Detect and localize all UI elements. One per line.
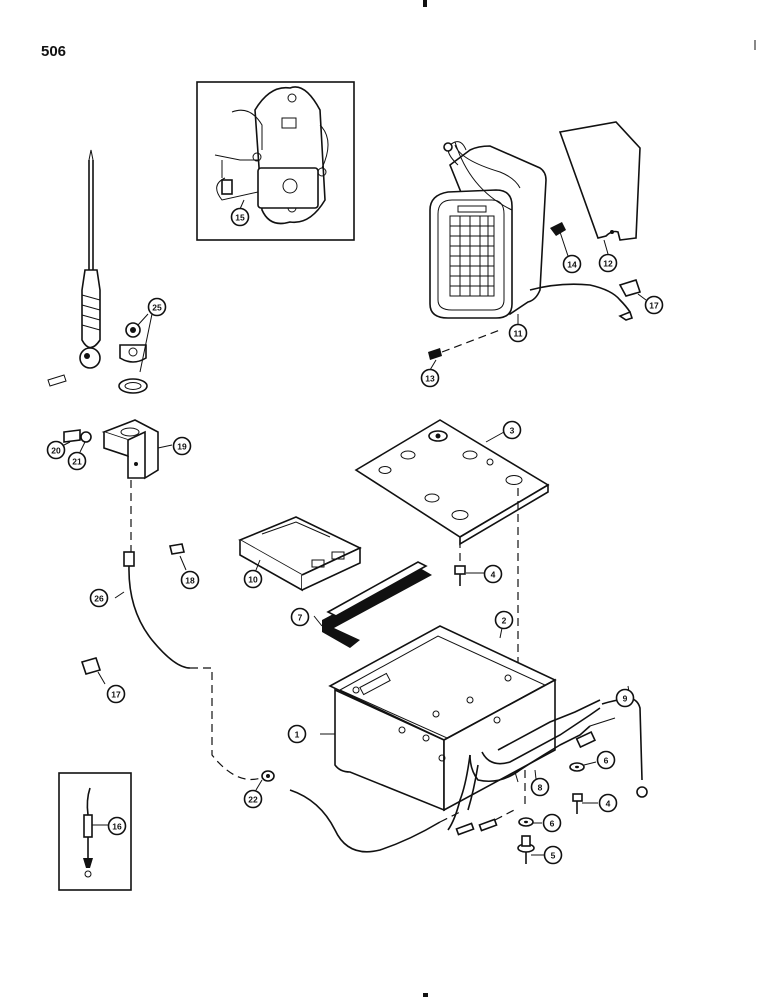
foam-strip xyxy=(313,561,432,648)
svg-text:22: 22 xyxy=(248,795,258,805)
washer-lower xyxy=(518,817,542,827)
callout-26: 26 xyxy=(89,588,109,608)
svg-text:2: 2 xyxy=(502,616,507,626)
mounting-plate xyxy=(354,419,550,546)
svg-text:10: 10 xyxy=(248,575,258,585)
tape-cartridge xyxy=(238,516,362,592)
callout-4-upper: 4 xyxy=(483,564,503,584)
screw-13 xyxy=(428,329,501,371)
callout-12: 12 xyxy=(598,253,618,273)
callout-13: 13 xyxy=(420,368,440,388)
inset-regulator xyxy=(196,81,355,241)
svg-text:4: 4 xyxy=(491,570,496,580)
svg-text:21: 21 xyxy=(72,457,82,467)
callout-6-lower: 6 xyxy=(542,813,562,833)
antenna-mount xyxy=(118,313,153,394)
callout-19: 19 xyxy=(172,436,192,456)
callout-9: 9 xyxy=(615,688,635,708)
callout-17-right: 17 xyxy=(644,295,664,315)
speaker-bracket-plate xyxy=(558,121,641,255)
svg-text:4: 4 xyxy=(606,799,611,809)
svg-text:19: 19 xyxy=(177,442,187,452)
bolt xyxy=(517,835,544,864)
svg-text:14: 14 xyxy=(567,260,577,270)
svg-text:25: 25 xyxy=(152,303,162,313)
screw-14 xyxy=(550,222,569,257)
svg-text:7: 7 xyxy=(298,613,303,623)
callout-6-upper: 6 xyxy=(596,750,616,770)
callout-17-left: 17 xyxy=(106,684,126,704)
svg-text:16: 16 xyxy=(112,822,122,832)
callout-22: 22 xyxy=(243,789,263,809)
antenna-bracket xyxy=(101,419,173,480)
svg-text:5: 5 xyxy=(551,851,556,861)
svg-text:8: 8 xyxy=(538,783,543,793)
callout-7: 7 xyxy=(290,607,310,627)
callout-21: 21 xyxy=(67,451,87,471)
callout-10: 10 xyxy=(243,569,263,589)
bracket-screw xyxy=(61,429,92,453)
grommet xyxy=(255,770,461,853)
svg-text:9: 9 xyxy=(623,694,628,704)
page-number: 506 xyxy=(41,43,67,60)
svg-text:18: 18 xyxy=(185,576,195,586)
inset-fuse xyxy=(58,772,132,891)
callout-1: 1 xyxy=(287,724,307,744)
svg-text:12: 12 xyxy=(603,259,613,269)
svg-text:3: 3 xyxy=(510,426,515,436)
callout-2: 2 xyxy=(494,610,514,630)
svg-text:17: 17 xyxy=(649,301,659,311)
callout-5: 5 xyxy=(543,845,563,865)
svg-text:11: 11 xyxy=(514,329,523,339)
callout-3: 3 xyxy=(502,420,522,440)
connector xyxy=(169,543,187,571)
screw-lower xyxy=(572,793,598,814)
clip-right xyxy=(618,279,647,301)
callout-4-lower: 4 xyxy=(598,793,618,813)
callout-15: 15 xyxy=(230,207,250,227)
bottom-mark xyxy=(423,993,428,997)
washer-upper xyxy=(569,761,597,772)
svg-text:13: 13 xyxy=(425,374,435,384)
callout-8: 8 xyxy=(530,777,550,797)
callout-18: 18 xyxy=(180,570,200,590)
callout-20: 20 xyxy=(46,440,66,460)
svg-text:1: 1 xyxy=(295,730,300,740)
svg-text:6: 6 xyxy=(550,819,555,829)
svg-text:15: 15 xyxy=(235,213,245,223)
radio-case xyxy=(320,625,557,812)
callout-14: 14 xyxy=(562,254,582,274)
svg-text:17: 17 xyxy=(111,690,121,700)
callout-16: 16 xyxy=(107,816,127,836)
top-mark xyxy=(423,0,427,7)
callout-11: 11 xyxy=(508,323,528,343)
antenna xyxy=(79,149,101,369)
svg-text:20: 20 xyxy=(51,446,61,456)
wire-harness xyxy=(447,685,648,836)
antenna-cable xyxy=(114,551,269,781)
antenna-screw xyxy=(47,374,67,387)
callout-25: 25 xyxy=(147,297,167,317)
svg-text:26: 26 xyxy=(94,594,104,604)
screw-upper xyxy=(454,565,484,586)
clip-left xyxy=(80,657,106,685)
svg-text:6: 6 xyxy=(604,756,609,766)
speaker xyxy=(429,141,634,325)
